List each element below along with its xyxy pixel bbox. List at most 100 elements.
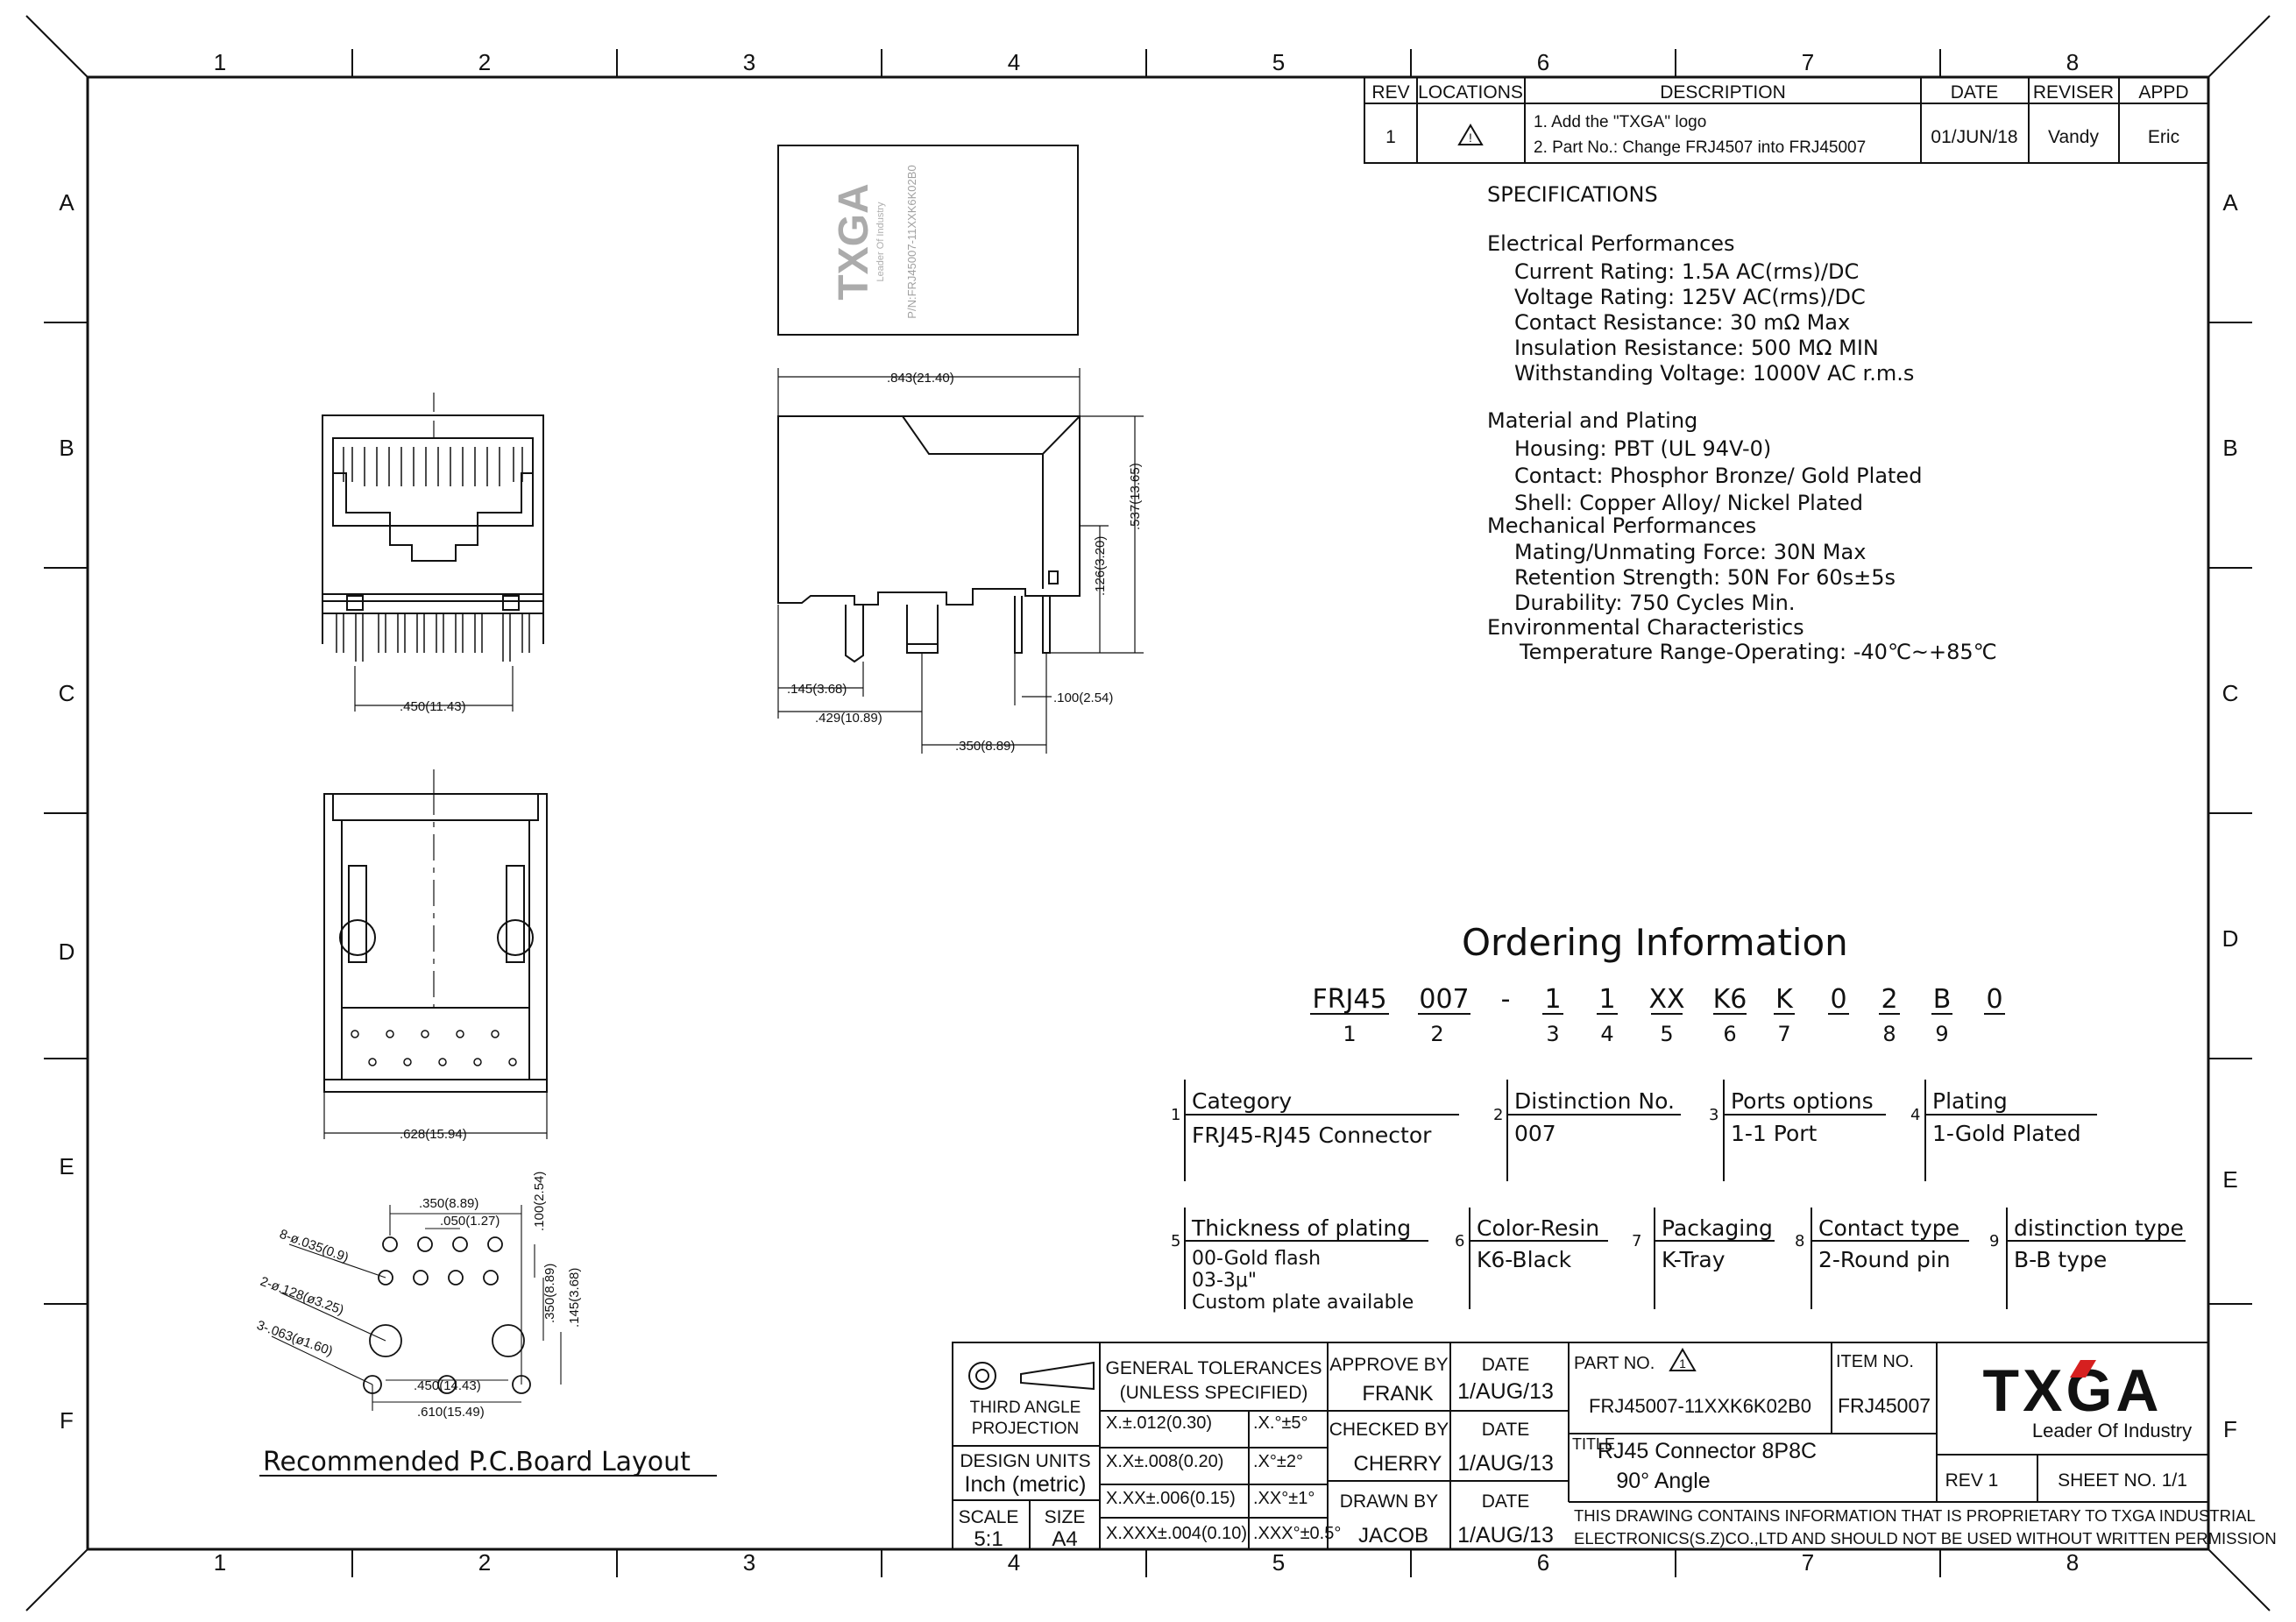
option-number: 2 <box>1493 1106 1503 1124</box>
dim-537: .537(13.65) <box>1128 463 1143 530</box>
dim-126: .126(3.20) <box>1093 536 1108 596</box>
appd-header: APPD <box>2138 82 2188 103</box>
option-value: 2-Round pin <box>1818 1247 1951 1272</box>
watermark-logo: TXGA <box>831 183 877 300</box>
col-label-top: 5 <box>1272 49 1285 75</box>
option-title: Color-Resin <box>1477 1215 1599 1241</box>
option-number: 3 <box>1709 1106 1718 1124</box>
electrical-heading: Electrical Performances <box>1487 231 1735 256</box>
option-title: distinction type <box>2014 1215 2184 1241</box>
code-segment: 0 <box>1830 984 1846 1015</box>
spec-line: Contact Resistance: 30 mΩ Max <box>1514 310 1850 335</box>
row-label-right: B <box>2222 435 2237 461</box>
ordering-options: 1 2 3 4 5 6 7 8 9 Category FRJ45-RJ45 Co… <box>1171 1080 2186 1314</box>
spec-line: Retention Strength: 50N For 60s±5s <box>1514 565 1896 590</box>
option-title: Distinction No. <box>1514 1088 1675 1114</box>
bottom-view-drawing <box>323 769 548 1139</box>
option-number: 7 <box>1632 1232 1641 1250</box>
item-no-label: ITEM NO. <box>1836 1352 1914 1371</box>
col-label-bottom: 1 <box>214 1549 226 1576</box>
dim-front-450: .450(11.43) <box>400 699 466 714</box>
checked-date: 1/AUG/13 <box>1457 1451 1554 1476</box>
svg-text:!: ! <box>1469 131 1472 145</box>
row-label-left: C <box>59 680 75 706</box>
svg-text:1: 1 <box>1679 1356 1686 1371</box>
option-title: Thickness of plating <box>1191 1215 1411 1241</box>
spec-line: Housing: PBT (UL 94V-0) <box>1514 436 1771 461</box>
option-value: 1-Gold Plated <box>1932 1121 2081 1146</box>
pcb-dim-v145: .145(3.68) <box>567 1268 582 1328</box>
proprietary-notice: ELECTRONICS(S.Z)CO.,LTD AND SHOULD NOT B… <box>1574 1529 2277 1548</box>
col-label-top: 3 <box>743 49 755 75</box>
col-label-top: 6 <box>1537 49 1549 75</box>
spec-line: Durability: 750 Cycles Min. <box>1514 591 1795 615</box>
ordering-title: Ordering Information <box>1462 921 1848 964</box>
part-number: FRJ45007-11XXK6K02B0 <box>1589 1395 1811 1417</box>
pcb-dim-100: .100(2.54) <box>532 1172 547 1231</box>
code-number: 8 <box>1882 1022 1896 1046</box>
title-line: RJ45 Connector 8P8C <box>1598 1439 1817 1463</box>
pcb-dim-450: .450(14.43) <box>414 1378 481 1393</box>
spec-line: Temperature Range-Operating: -40℃~+85℃ <box>1519 640 1997 664</box>
title-line: 90° Angle <box>1616 1469 1710 1493</box>
option-title: Category <box>1192 1088 1292 1114</box>
row-label-right: A <box>2222 189 2238 216</box>
spec-line: Insulation Resistance: 500 MΩ MIN <box>1514 336 1879 360</box>
code-number: 6 <box>1723 1022 1736 1046</box>
option-title: Contact type <box>1818 1215 1959 1241</box>
col-label-top: 7 <box>1802 49 1814 75</box>
company-logo: TXGA Leader Of Industry <box>1983 1357 2193 1441</box>
pcb-dim-610: .610(15.49) <box>417 1405 485 1420</box>
rev-description-line: 1. Add the "TXGA" logo <box>1534 113 1706 131</box>
option-value: 00-Gold flash <box>1192 1248 1321 1270</box>
pcb-layout-title: Recommended P.C.Board Layout <box>263 1447 691 1477</box>
option-value: K6-Black <box>1477 1247 1572 1272</box>
logo-tagline: Leader Of Industry <box>2032 1420 2192 1441</box>
tolerance-angular: .X°±2° <box>1253 1452 1303 1471</box>
code-segment: 007 <box>1419 984 1469 1015</box>
option-number: 9 <box>1989 1232 1999 1250</box>
drawn-date: 1/AUG/13 <box>1457 1523 1554 1548</box>
code-segment: 0 <box>1986 984 2002 1015</box>
rev-header: REV <box>1371 82 1409 103</box>
rev-description-line: 2. Part No.: Change FRJ4507 into FRJ4500… <box>1534 138 1866 157</box>
tolerance-linear: X.±.012(0.30) <box>1106 1413 1212 1433</box>
dim-bottom-628: .628(15.94) <box>400 1127 467 1142</box>
code-segment: K <box>1775 984 1794 1015</box>
col-label-top: 2 <box>478 49 491 75</box>
tolerance-angular: .XXX°±0.5° <box>1253 1524 1341 1543</box>
approve-label: APPROVE BY <box>1329 1355 1448 1375</box>
code-segment: K6 <box>1713 984 1747 1015</box>
pcb-dimensions: .350(8.89) .050(1.27) .100(2.54) .350(8.… <box>255 1172 582 1420</box>
code-number: 9 <box>1935 1022 1948 1046</box>
pcb-layout-drawing <box>259 1205 717 1477</box>
code-segment: 2 <box>1881 984 1897 1015</box>
part-number-marking: P/N:FRJ45007-11XXK6K02B0 <box>905 165 918 318</box>
code-segment: XX <box>1648 984 1684 1015</box>
option-value: 007 <box>1514 1121 1556 1146</box>
tolerances-label: (UNLESS SPECIFIED) <box>1120 1383 1308 1403</box>
scale-label: SCALE <box>959 1507 1019 1527</box>
code-number: 2 <box>1430 1022 1443 1046</box>
rev-date: 01/JUN/18 <box>1931 127 2017 147</box>
size-label: SIZE <box>1045 1507 1086 1527</box>
row-label-right: C <box>2222 680 2239 706</box>
option-number: 4 <box>1910 1106 1920 1124</box>
description-header: DESCRIPTION <box>1660 82 1786 103</box>
design-units: Inch (metric) <box>965 1472 1087 1497</box>
code-separator: - <box>1501 984 1511 1015</box>
col-label-top: 8 <box>2066 49 2079 75</box>
spec-line: Mating/Unmating Force: 30N Max <box>1514 540 1866 564</box>
date-header: DATE <box>1951 82 1998 103</box>
dim-145: .145(3.68) <box>787 682 847 697</box>
code-number: 7 <box>1777 1022 1790 1046</box>
date-label: DATE <box>1482 1491 1529 1512</box>
tolerance-angular: .XX°±1° <box>1253 1489 1315 1508</box>
code-segment: B <box>1933 984 1952 1015</box>
tolerances-label: GENERAL TOLERANCES <box>1105 1358 1322 1378</box>
pcb-dim-050: .050(1.27) <box>440 1214 500 1229</box>
option-value: Custom plate available <box>1192 1292 1414 1314</box>
row-label-left: E <box>59 1153 74 1179</box>
option-title: Plating <box>1932 1088 2008 1114</box>
